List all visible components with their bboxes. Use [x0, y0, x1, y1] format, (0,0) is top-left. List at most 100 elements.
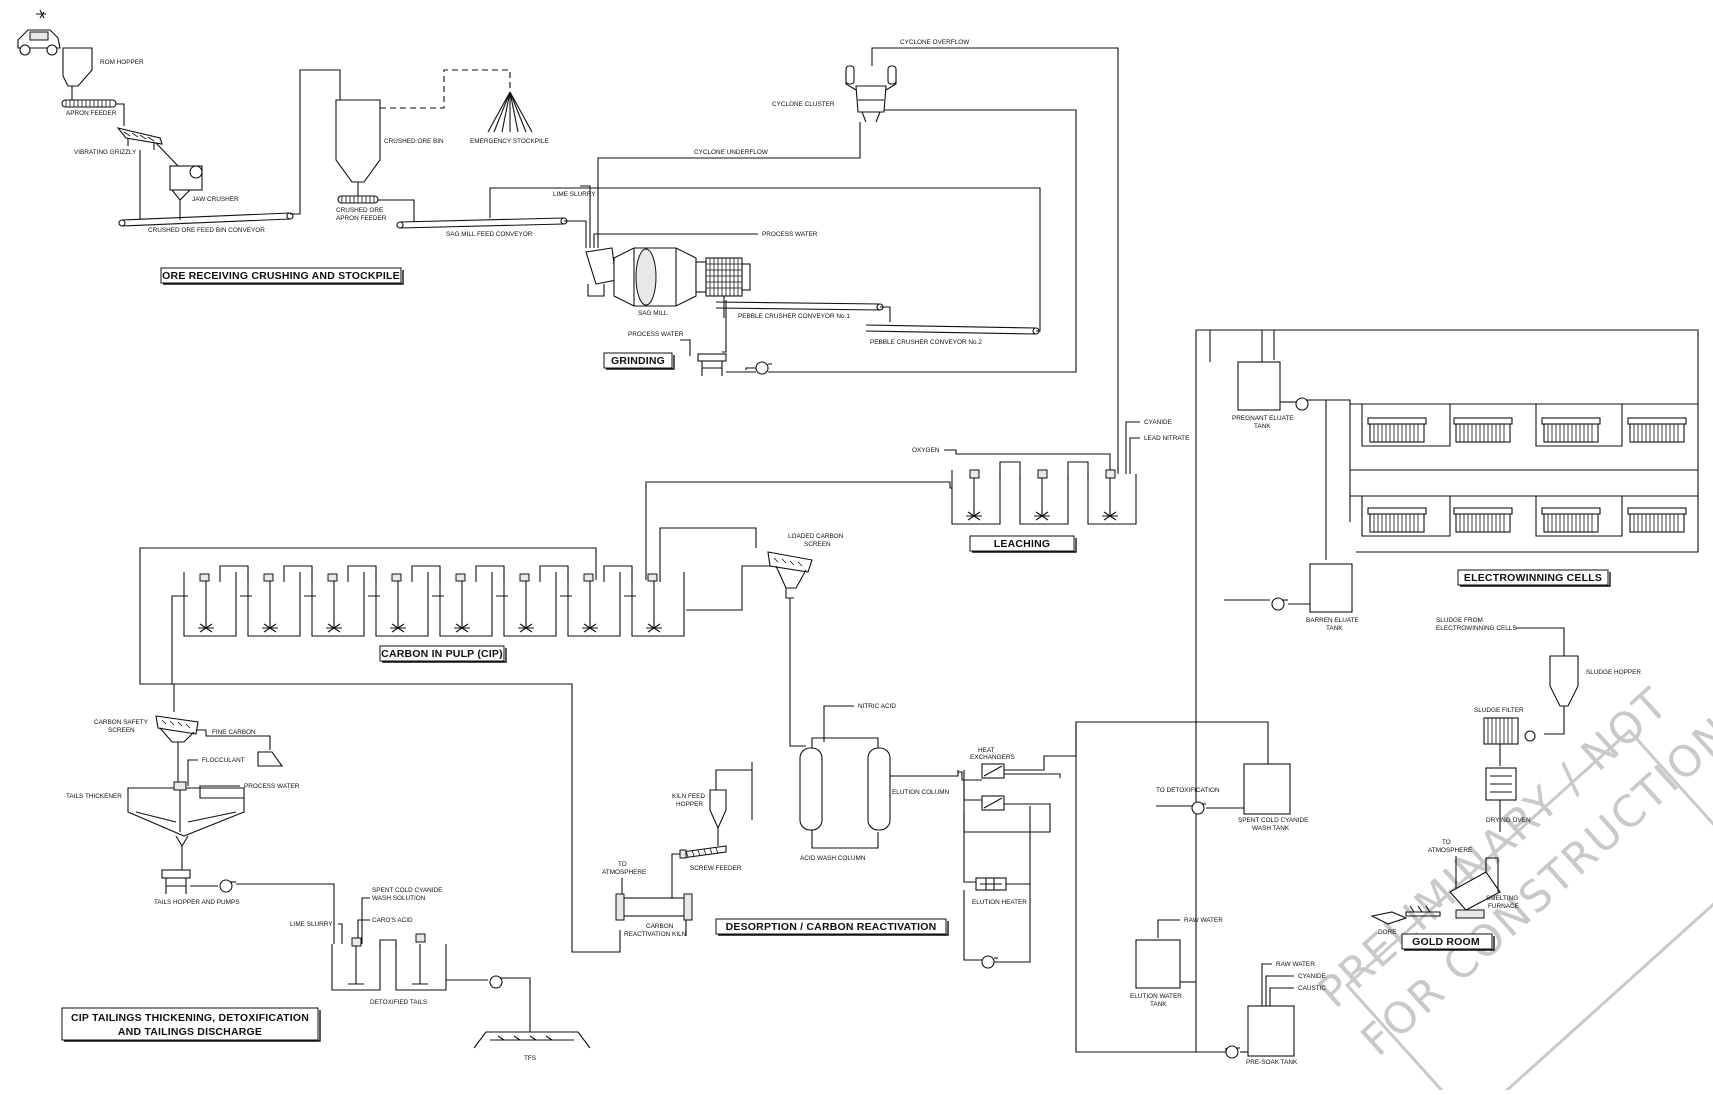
- flocculant-label: FLOCCULANT: [202, 757, 245, 764]
- svg-text:CARBON IN PULP (CIP): CARBON IN PULP (CIP): [381, 648, 503, 660]
- sludge-from-ew-label-2: ELECTROWINNING CELLS: [1436, 625, 1517, 632]
- pregnant-eluate-tank-label-2: TANK: [1254, 423, 1271, 430]
- cyclone-cluster: [845, 65, 897, 123]
- to-atmosphere-label-1: TO: [1442, 839, 1451, 846]
- leach-tank-3: [1087, 469, 1137, 525]
- leaching-section-title: LEACHING: [969, 535, 1077, 553]
- watermark-line-2: FOR CONSTRUCTION: [1352, 708, 1713, 1066]
- kiln-label-2: REACTIVATION KILN: [624, 931, 687, 938]
- leach-tank-2: [1019, 469, 1069, 525]
- ew-cell-6: [1453, 507, 1513, 533]
- tails-thickener: [127, 781, 245, 848]
- raw-water-label-1: RAW WATER: [1184, 917, 1223, 924]
- loaded-carbon-screen-label-1: LOADED CARBON: [788, 533, 844, 540]
- tailings-area: CARBON SAFETY SCREEN FINE CARBON FLOCCUL…: [61, 715, 591, 1062]
- electrowinning-section-title: ELECTROWINNING CELLS: [1457, 569, 1611, 587]
- pregnant-eluate-tank-label-1: PREGNANT ELUATE: [1232, 415, 1294, 422]
- kiln-to-atmosphere-label-1: TO: [618, 861, 627, 868]
- pebble-conveyor-1-label: PEBBLE CRUSHER CONVEYOR No.1: [738, 313, 850, 320]
- ew-cell-1: [1367, 417, 1427, 443]
- pre-soak-tank-label: PRE-SOAK TANK: [1246, 1059, 1298, 1066]
- vibrating-grizzly-label: VIBRATING GRIZZLY: [74, 149, 137, 156]
- tailings-title-line-1: CIP TAILINGS THICKENING, DETOXIFICATION: [71, 1012, 309, 1024]
- carbon-safety-screen-label-2: SCREEN: [108, 727, 135, 734]
- jaw-crusher-label: JAW CRUSHER: [192, 196, 239, 203]
- ore-receiving-area: ROM HOPPER APRON FEEDER VIBRATING GRIZZL…: [17, 9, 568, 285]
- grinding-area: LIME SLURRY PROCESS WATER SAG MILL PEBBL…: [489, 39, 1119, 398]
- crushed-ore-conveyor-label: CRUSHED ORE FEED BIN CONVEYOR: [148, 227, 265, 234]
- crushed-ore-apron-feeder-label-1: CRUSHED ORE: [336, 207, 383, 214]
- lime-slurry-label: LIME SLURRY: [553, 191, 596, 198]
- process-water-label-3: PROCESS WATER: [244, 783, 300, 790]
- svg-text:LEACHING: LEACHING: [994, 538, 1050, 550]
- spent-cyanide-tank-label-2: WASH TANK: [1252, 825, 1290, 832]
- smelting-furnace: [1449, 857, 1501, 919]
- process-water-label-2: PROCESS WATER: [628, 331, 684, 338]
- ew-cell-8: [1627, 507, 1687, 533]
- pre-soak-pump: [1225, 1045, 1240, 1059]
- drying-oven-label: DRYING OVEN: [1486, 817, 1531, 824]
- tfs-label: TFS: [524, 1055, 536, 1062]
- tfs-pump: [489, 975, 506, 989]
- caros-acid-label: CARO'S ACID: [372, 917, 413, 924]
- leaching-area: CYANIDE LEAD NITRATE OXYGEN LEACHING: [645, 398, 1189, 570]
- elution-water-tank: [1135, 939, 1181, 989]
- svg-text:ELECTROWINNING CELLS: ELECTROWINNING CELLS: [1464, 572, 1602, 584]
- tailings-title-line-2: AND TAILINGS DISCHARGE: [118, 1026, 262, 1038]
- sludge-filter: [1483, 717, 1536, 745]
- desorption-section-title: DESORPTION / CARBON REACTIVATION: [715, 918, 949, 936]
- svg-text:DESORPTION / CARBON REACTIVATI: DESORPTION / CARBON REACTIVATION: [726, 921, 937, 933]
- cip-section-title: CARBON IN PULP (CIP): [379, 645, 507, 663]
- smelting-furnace-label-1: SMELTING: [1486, 895, 1518, 902]
- cyclone-underflow-label: CYCLONE UNDERFLOW: [694, 149, 769, 156]
- heat-exchanger-2: [981, 795, 1005, 811]
- elution-heater-label: ELUTION HEATER: [972, 899, 1027, 906]
- electrowinning-area: PREGNANT ELUATE TANK: [1195, 329, 1699, 1052]
- carbon-reactivation-kiln: [615, 893, 693, 921]
- tails-thickener-label: TAILS THICKENER: [66, 793, 122, 800]
- barren-eluate-tank-label-2: TANK: [1326, 625, 1343, 632]
- nitric-acid-label: NITRIC ACID: [858, 703, 896, 710]
- acid-wash-column-label: ACID WASH COLUMN: [800, 855, 866, 862]
- apron-feeder-label: APRON FEEDER: [66, 110, 117, 117]
- carbon-safety-screen: [155, 715, 199, 743]
- water-tanks-area: TO DETOXIFICATION SPENT COLD CYANIDE WAS…: [1075, 722, 1326, 1066]
- sludge-hopper: [1549, 655, 1579, 707]
- ew-cell-7: [1541, 507, 1601, 533]
- loaded-carbon-screen-label-2: SCREEN: [804, 541, 831, 548]
- kiln-feed-hopper-label-1: KILN FEED: [672, 793, 705, 800]
- crushed-ore-bin: [335, 99, 381, 183]
- cyanide-label-1: CYANIDE: [1144, 419, 1172, 426]
- loaded-carbon-screen: [767, 551, 813, 599]
- spent-cyanide-wash-label-2: WASH SOLUTION: [372, 895, 426, 902]
- elution-column-label: ELUTION COLUMN: [892, 789, 950, 796]
- ew-cell-5: [1367, 507, 1427, 533]
- haul-truck-icon: [17, 9, 61, 56]
- gold-room-area: SLUDGE FROM ELECTROWINNING CELLS SLUDGE …: [1370, 617, 1641, 951]
- emergency-stockpile-label: EMERGENCY STOCKPILE: [470, 138, 549, 145]
- desorption-area: NITRIC ACID ACID WASH COLUMN ELUTION COL…: [602, 703, 1269, 969]
- cip-area: LOADED CARBON SCREEN CARBON IN PULP (CIP…: [139, 527, 844, 953]
- acid-wash-column: [799, 747, 823, 831]
- drying-oven: [1485, 767, 1517, 801]
- grinding-section-title: GRINDING: [603, 352, 675, 370]
- heat-exchanger-1: [981, 763, 1005, 779]
- detox-tank-1: [331, 937, 381, 991]
- sludge-hopper-label: SLUDGE HOPPER: [1586, 669, 1641, 676]
- svg-text:GOLD ROOM: GOLD ROOM: [1412, 936, 1480, 948]
- spent-cyanide-wash-pump: [1191, 801, 1206, 815]
- barren-eluate-tank: [1309, 563, 1353, 613]
- dore-moulds: [1370, 905, 1441, 925]
- heat-exchangers-label-2: EXCHANGERS: [970, 754, 1015, 761]
- cyclone-cluster-label: CYCLONE CLUSTER: [772, 101, 835, 108]
- smelting-furnace-label-2: FURNACE: [1488, 903, 1519, 910]
- lead-nitrate-label: LEAD NITRATE: [1144, 435, 1189, 442]
- spent-cyanide-wash-label-1: SPENT COLD CYANIDE: [372, 887, 442, 894]
- tfs-dam: [473, 1031, 591, 1049]
- fine-carbon-label: FINE CARBON: [212, 729, 256, 736]
- jaw-crusher: [169, 165, 203, 201]
- tailings-section-title: CIP TAILINGS THICKENING, DETOXIFICATION …: [61, 1007, 321, 1042]
- rom-hopper-label: ROM HOPPER: [100, 59, 144, 66]
